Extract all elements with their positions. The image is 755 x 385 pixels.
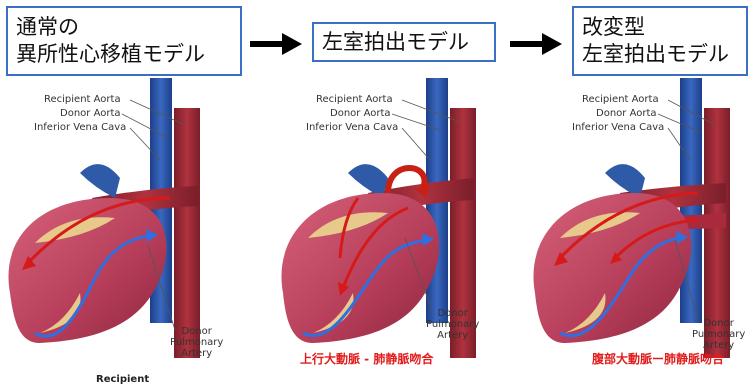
label-donor: Donor	[170, 326, 223, 337]
label-pulmonary: Pulmonary	[426, 319, 479, 330]
label-inferior-vena-cava: Inferior Vena Cava	[34, 122, 126, 133]
label-artery: Artery	[426, 330, 479, 341]
label-pulmonary: Pulmonary	[170, 337, 223, 348]
box-standard-line1: 通常の	[16, 14, 232, 41]
label-donor: Donor	[426, 308, 479, 319]
label-donor-aorta: Donor Aorta	[60, 108, 121, 119]
model-box-lv-ejection: 左室拍出モデル	[312, 22, 496, 62]
model-box-standard: 通常の 異所性心移植モデル	[6, 6, 242, 76]
label-recipient-aorta: Recipient Aorta	[582, 94, 659, 105]
label-donor-pulmonary-artery: Donor Pulmonary Artery	[692, 318, 745, 351]
label-donor-aorta: Donor Aorta	[596, 108, 657, 119]
label-recipient-aorta: Recipient Aorta	[316, 94, 393, 105]
caption-abdominal-aorta-anastomosis: 腹部大動脈ー肺静脈吻合	[592, 350, 724, 367]
right-arrow-icon	[510, 33, 562, 55]
caption-ascending-aorta-anastomosis: 上行大動脈 - 肺静脈吻合	[300, 350, 433, 367]
box-modified-line1: 改変型	[582, 14, 738, 41]
label-inferior-vena-cava: Inferior Vena Cava	[306, 122, 398, 133]
label-donor: Donor	[692, 318, 745, 329]
label-donor-pulmonary-artery: Donor Pulmonary Artery	[170, 326, 223, 359]
label-pulmonary: Pulmonary	[692, 329, 745, 340]
right-arrow-icon	[250, 33, 302, 55]
label-recipient-aorta: Recipient Aorta	[44, 94, 121, 105]
caption-recipient: Recipient	[96, 374, 149, 385]
label-inferior-vena-cava: Inferior Vena Cava	[572, 122, 664, 133]
box-standard-line2: 異所性心移植モデル	[16, 41, 232, 68]
model-box-modified: 改変型 左室拍出モデル	[572, 6, 748, 76]
label-donor-pulmonary-artery: Donor Pulmonary Artery	[426, 308, 479, 341]
box-lv-line1: 左室拍出モデル	[322, 29, 486, 56]
label-artery: Artery	[170, 348, 223, 359]
label-donor-aorta: Donor Aorta	[330, 108, 391, 119]
box-modified-line2: 左室拍出モデル	[582, 41, 738, 68]
